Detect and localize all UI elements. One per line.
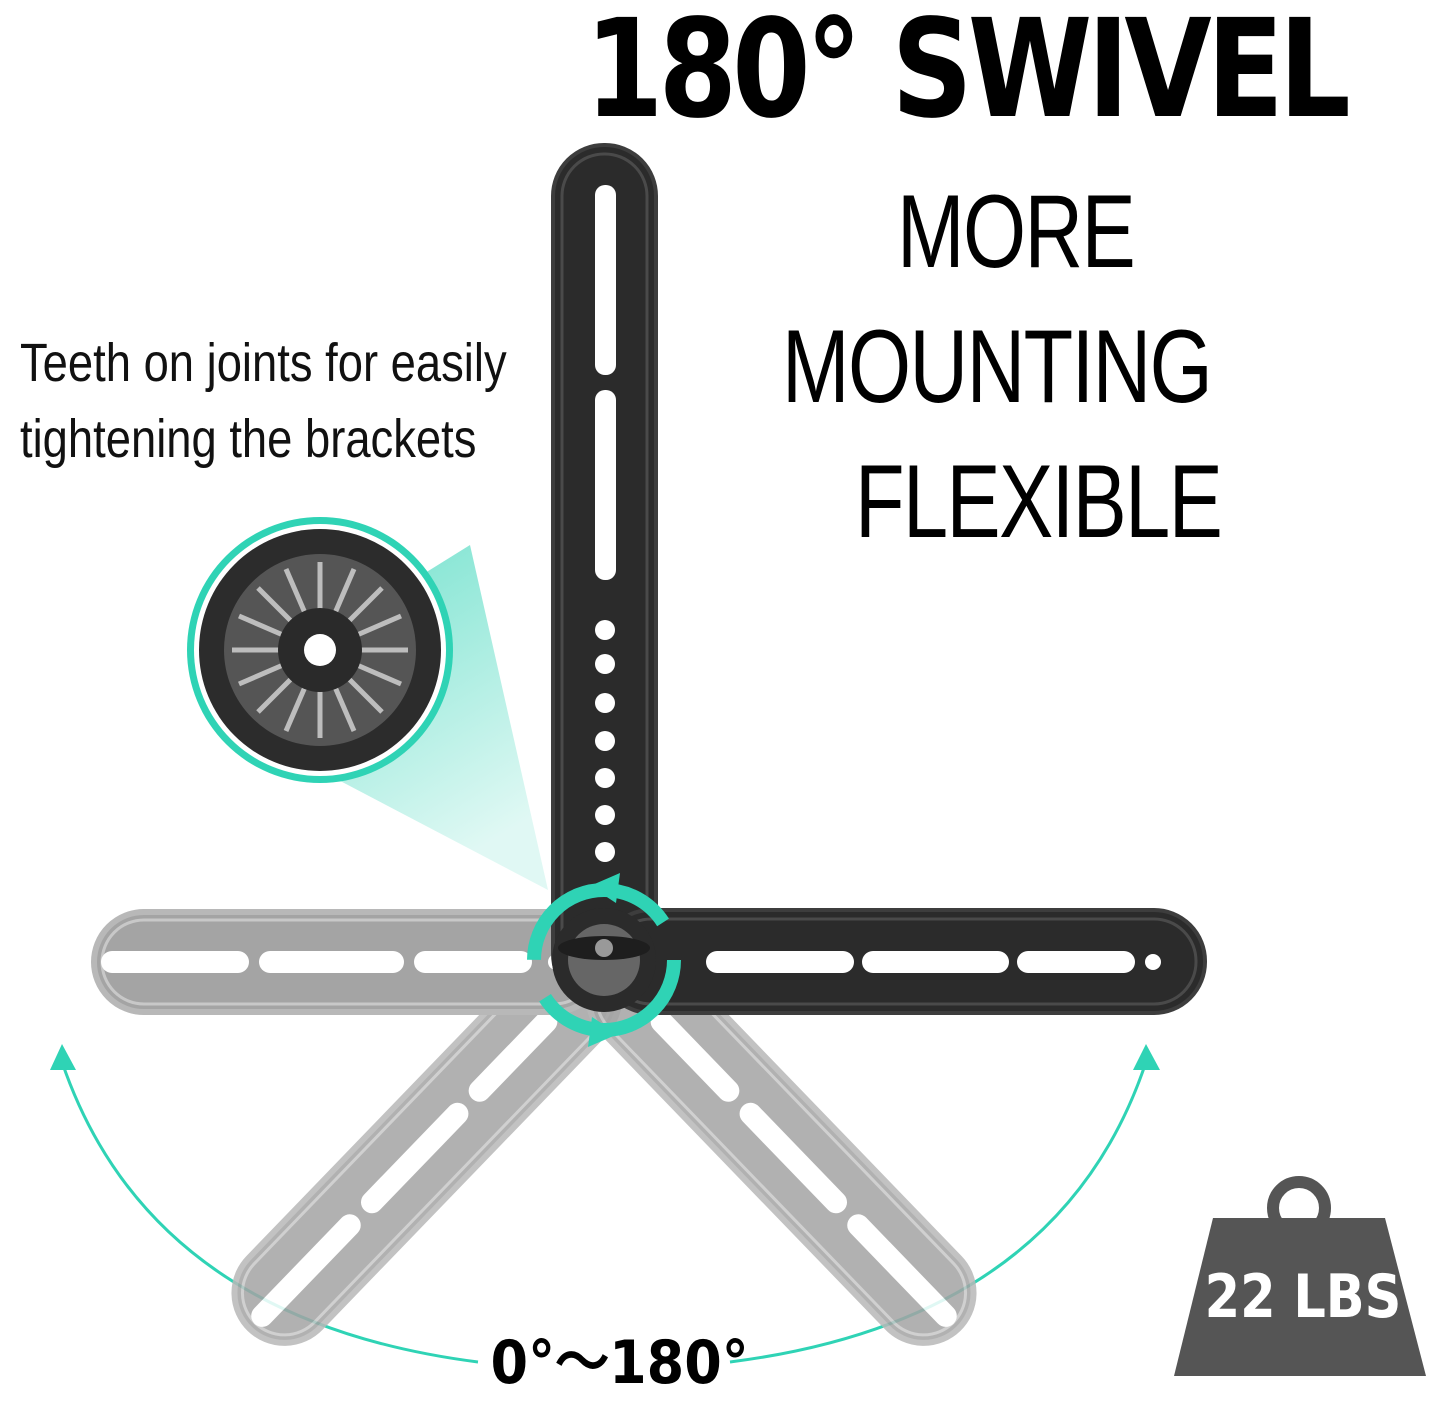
weight-icon [1174, 1176, 1426, 1376]
arrow-up-icon [50, 1044, 76, 1070]
angle-range-label: 0°～180° [490, 1328, 749, 1398]
headline: 180° SWIVEL [585, 0, 1351, 149]
vertical-bracket [551, 143, 658, 1007]
horizontal-bracket [598, 908, 1207, 1015]
rotate-arrows-icon [527, 873, 681, 1047]
feature-note-line-1: Teeth on joints for easily [20, 333, 507, 393]
weight-capacity-label: 22 LBS [1204, 1262, 1402, 1332]
pivot-knob [552, 908, 656, 1012]
subheadline-line-2: MOUNTING [782, 309, 1213, 425]
feature-note: Teeth on joints for easily tightening th… [20, 325, 507, 477]
gear-teeth-icon [187, 517, 453, 783]
swivel-arc [60, 1061, 1148, 1364]
subheadline-line-1: MORE [897, 174, 1136, 290]
ghost-bracket-left [94, 912, 604, 1012]
feature-note-line-2: tightening the brackets [20, 409, 477, 469]
arrow-up-icon [1133, 1044, 1160, 1070]
subheadline-line-3: FLEXIBLE [855, 444, 1223, 560]
